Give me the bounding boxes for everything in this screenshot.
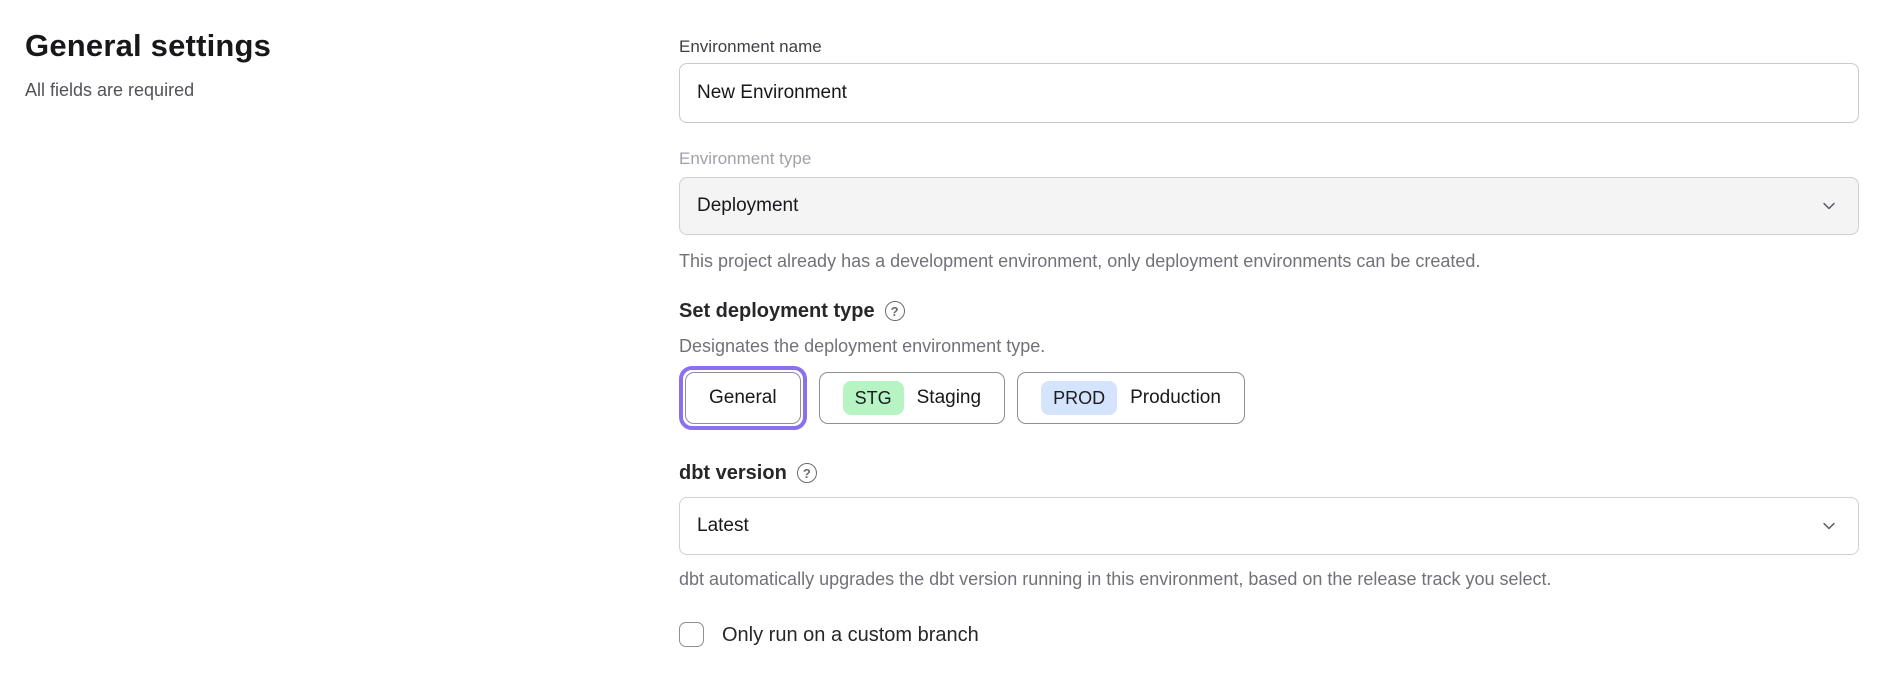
option-staging-label: Staging [916, 387, 982, 408]
dbt-version-select[interactable]: Latest [679, 497, 1859, 555]
environment-name-input[interactable] [679, 63, 1859, 123]
custom-branch-row: Only run on a custom branch [679, 622, 1859, 647]
dbt-version-label: dbt version [679, 462, 787, 484]
dbt-version-helper: dbt automatically upgrades the dbt versi… [679, 569, 1552, 589]
settings-intro: General settings All fields are required [0, 0, 679, 647]
deployment-type-option-staging[interactable]: STG Staging [818, 372, 1006, 424]
deployment-type-description: Designates the deployment environment ty… [679, 336, 1046, 356]
option-general-label: General [709, 387, 777, 408]
deployment-type-heading-row: Set deployment type ? [679, 299, 1859, 323]
deployment-type-option-production[interactable]: PROD Production [1017, 372, 1245, 424]
deployment-type-option-general[interactable]: General [685, 372, 801, 424]
page-title: General settings [25, 28, 272, 63]
dbt-version-value: Latest [697, 515, 749, 536]
environment-name-label: Environment name [679, 37, 822, 56]
deployment-type-heading: Set deployment type [679, 300, 875, 322]
staging-badge: STG [842, 381, 904, 415]
dbt-version-help-icon[interactable]: ? [796, 463, 817, 483]
dbt-version-label-row: dbt version ? [679, 461, 1859, 485]
environment-form: Environment name Environment type Deploy… [679, 0, 1859, 647]
general-settings-page: General settings All fields are required… [0, 0, 1859, 647]
selected-option-ring: General [679, 366, 807, 430]
option-production-label: Production [1130, 387, 1221, 408]
environment-type-label: Environment type [679, 149, 812, 168]
environment-type-value: Deployment [697, 195, 799, 216]
environment-type-select[interactable]: Deployment [679, 177, 1859, 235]
production-badge: PROD [1041, 381, 1118, 415]
environment-type-helper: This project already has a development e… [679, 251, 1481, 271]
deployment-type-options: General STG Staging PROD Production [679, 365, 1859, 431]
chevron-down-icon [1820, 517, 1838, 535]
deployment-type-help-icon[interactable]: ? [884, 301, 905, 321]
page-subtitle: All fields are required [25, 80, 195, 100]
custom-branch-label: Only run on a custom branch [722, 623, 979, 646]
chevron-down-icon [1820, 197, 1838, 215]
custom-branch-checkbox[interactable] [679, 622, 704, 647]
